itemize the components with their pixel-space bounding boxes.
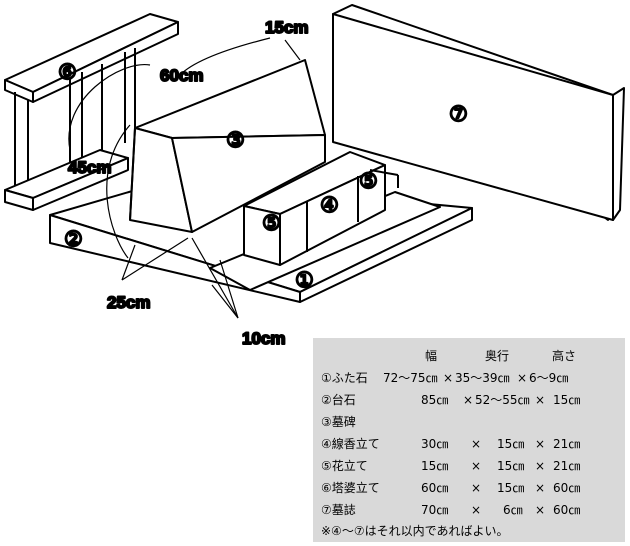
- row-width: 15㎝: [421, 459, 449, 473]
- spec-note: ※④～⑦はそれ以内であればよい。: [321, 524, 509, 538]
- header-height: 高さ: [552, 349, 577, 363]
- row-x1: ×: [471, 503, 482, 517]
- leader-25-a: [121, 244, 136, 281]
- part-number-3: ③: [226, 128, 245, 152]
- row-name: ①ふた石: [321, 371, 368, 385]
- row-name: ⑦墓誌: [321, 503, 356, 517]
- row-x2: ×: [535, 459, 546, 473]
- dim-label-base-depth: 25cm: [107, 293, 150, 312]
- part-number-5: ⑤: [359, 169, 378, 193]
- part-number-1: ①: [295, 268, 314, 292]
- row-x1: ×: [471, 437, 482, 451]
- leader-top-left: [179, 37, 271, 76]
- incense-flower-stands: [243, 151, 399, 266]
- header-width: 幅: [425, 349, 438, 363]
- row-width: 60㎝: [421, 481, 449, 495]
- row-x2: ×: [535, 503, 546, 517]
- row-depth: 15㎝: [497, 459, 525, 473]
- row-height: 15㎝: [553, 393, 581, 407]
- row-depth: 52～55㎝: [475, 393, 530, 407]
- part-number-6: ⑥: [58, 60, 77, 84]
- row-x1: ×: [463, 393, 474, 407]
- row-x1: ×: [471, 481, 482, 495]
- row-name: ⑥塔婆立て: [321, 481, 380, 495]
- row-height: 60㎝: [553, 481, 581, 495]
- row-height: 6～9㎝: [529, 371, 569, 385]
- row-name: ⑤花立て: [321, 459, 368, 473]
- leader-depth-arc: [68, 64, 151, 151]
- row-height: 21㎝: [553, 437, 581, 451]
- leader-height-arc: [106, 124, 131, 259]
- leader-10-b: [211, 284, 239, 319]
- row-depth: 15㎝: [497, 481, 525, 495]
- row-height: 60㎝: [553, 503, 581, 517]
- row-x2: ×: [535, 393, 546, 407]
- sotoba-stand: [4, 13, 179, 211]
- dim-label-base-height: 10cm: [242, 329, 285, 348]
- leader-10-c: [219, 259, 239, 319]
- row-depth: 15㎝: [497, 437, 525, 451]
- row-name: ②台石: [321, 393, 356, 407]
- part-number-7: ⑦: [449, 102, 468, 126]
- dim-label-top-width: 15cm: [265, 18, 308, 37]
- row-x1: ×: [471, 459, 482, 473]
- part-number-2: ②: [64, 227, 83, 251]
- row-x2: ×: [517, 371, 528, 385]
- header-depth: 奥行: [485, 349, 510, 363]
- epitaph-slab: [332, 4, 625, 221]
- dimension-leaders: [68, 37, 301, 319]
- dim-label-left-height: 45cm: [68, 158, 111, 177]
- leader-10-a: [191, 237, 239, 319]
- row-depth: 6㎝: [503, 503, 523, 517]
- row-width: 30㎝: [421, 437, 449, 451]
- row-name: ③墓碑: [321, 415, 356, 429]
- row-width: 72～75㎝: [383, 371, 438, 385]
- spec-table: 幅 奥行 高さ ①ふた石 72～75㎝ × 35～39㎝ × 6～9㎝ ②台石 …: [313, 338, 625, 542]
- headstone: [129, 59, 326, 233]
- row-x1: ×: [443, 371, 454, 385]
- row-x2: ×: [535, 481, 546, 495]
- row-depth: 35～39㎝: [455, 371, 510, 385]
- part-number-4: ④: [320, 193, 339, 217]
- row-x2: ×: [535, 437, 546, 451]
- row-width: 70㎝: [421, 503, 449, 517]
- leader-25-b: [121, 237, 189, 281]
- dim-label-left-depth: 60cm: [160, 66, 203, 85]
- leader-top-right: [284, 39, 301, 61]
- row-width: 85㎝: [421, 393, 449, 407]
- row-name: ④線香立て: [321, 437, 380, 451]
- part-number-5b: ⑤: [262, 211, 281, 235]
- row-height: 21㎝: [553, 459, 581, 473]
